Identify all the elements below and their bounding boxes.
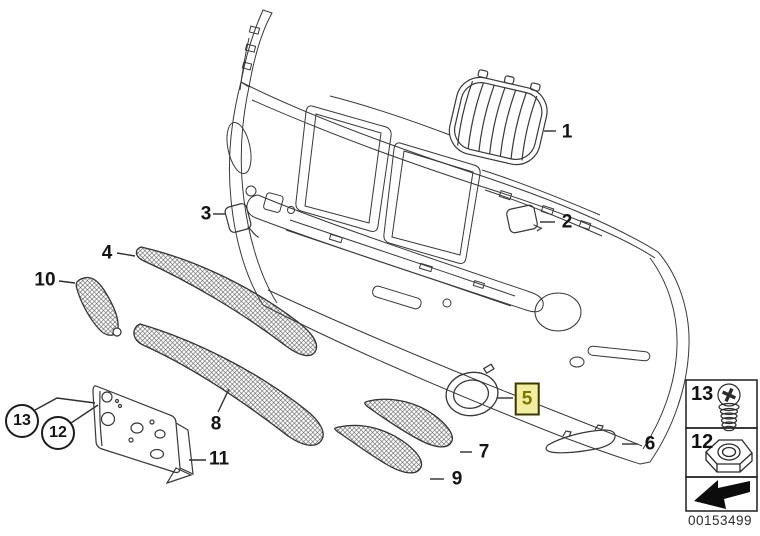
part-6-side-strip-drawing <box>545 424 616 454</box>
callout-11[interactable]: 11 <box>208 448 230 470</box>
callout-9[interactable]: 9 <box>451 468 463 490</box>
legend-boxes <box>685 379 758 512</box>
legend-screw-number: 13 <box>691 383 714 405</box>
part-4-upper-mesh-grille-drawing <box>135 246 318 357</box>
part-10-corner-mesh-drawing <box>75 276 122 337</box>
part-9-side-mesh-grille-drawing <box>334 424 423 474</box>
callout-7[interactable]: 7 <box>478 441 490 463</box>
part-5-fog-ring-drawing <box>445 363 499 417</box>
callout-1[interactable]: 1 <box>561 121 573 143</box>
part-7-side-mesh-grille-drawing <box>364 398 453 448</box>
part-2-tow-hook-cover-drawing <box>506 204 543 234</box>
callout-4[interactable]: 4 <box>101 242 113 264</box>
part-1-kidney-grille-drawing <box>448 69 548 166</box>
callout-12-circled[interactable]: 12 <box>41 416 75 450</box>
legend-nut-number: 12 <box>691 431 714 453</box>
callout-3[interactable]: 3 <box>200 203 212 225</box>
part-3-washer-cover-drawing <box>224 203 259 238</box>
bumper-cover-drawing <box>226 9 690 465</box>
callout-2[interactable]: 2 <box>561 211 573 233</box>
callout-8[interactable]: 8 <box>210 413 222 435</box>
hex-nut-icon <box>705 439 753 473</box>
screw-icon <box>717 383 741 432</box>
callout-5-highlighted[interactable]: 5 <box>514 382 540 416</box>
callout-10[interactable]: 10 <box>34 269 56 291</box>
direction-arrow-icon <box>694 480 750 509</box>
callout-13-circled[interactable]: 13 <box>5 404 39 438</box>
leader-lines <box>34 130 638 480</box>
part-11-licence-plate-base-drawing <box>92 385 194 485</box>
diagram-image-number: 00153499 <box>687 513 753 528</box>
part-8-lower-mesh-grille-drawing <box>133 323 324 446</box>
callout-6[interactable]: 6 <box>644 433 656 455</box>
